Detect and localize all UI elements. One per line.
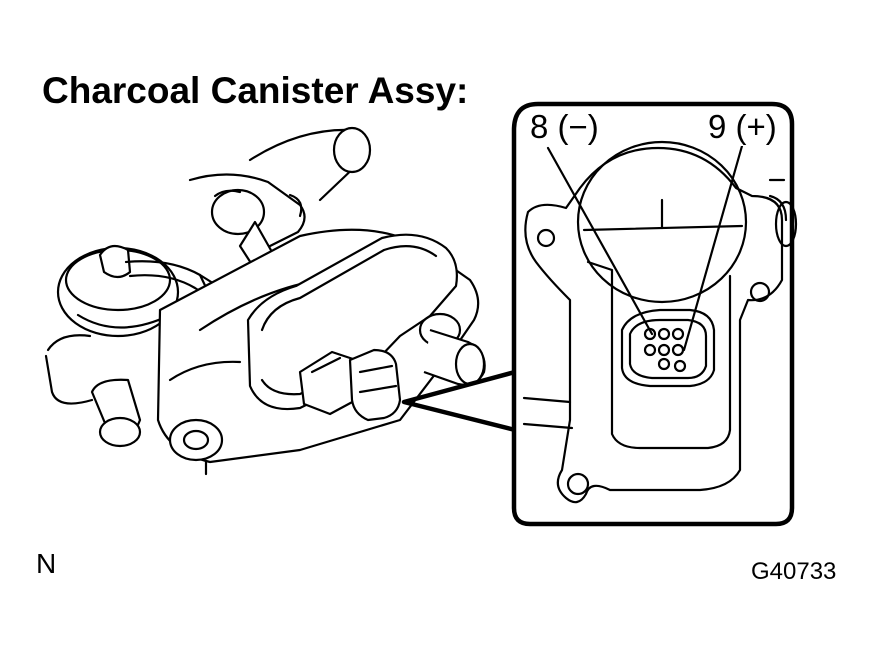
corner-letter: N (36, 548, 57, 579)
leader-pin-9 (682, 144, 744, 352)
detail-frame (401, 101, 798, 527)
canister-assembly (44, 126, 486, 476)
leader-pin-8 (546, 146, 654, 336)
diagram-title: Charcoal Canister Assy: (42, 70, 469, 111)
figure-id: G40733 (751, 558, 837, 585)
connector-socket (620, 308, 716, 388)
pin-9-label: 9 (+) (706, 108, 779, 146)
pin-8-label: 8 (−) (528, 108, 601, 146)
